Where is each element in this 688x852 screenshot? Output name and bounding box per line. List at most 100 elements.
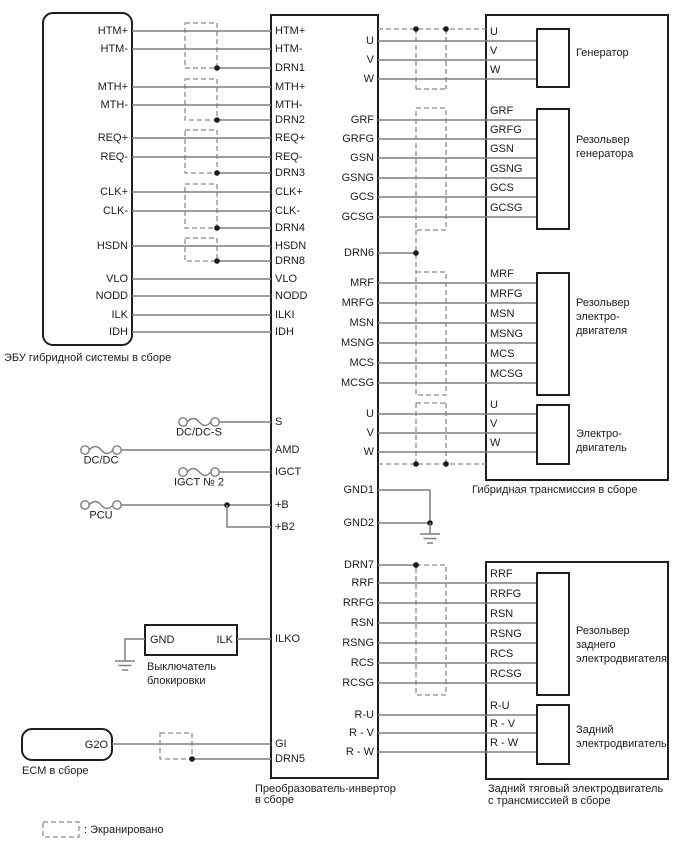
ecu-pin-label-CLK+: CLK+ bbox=[100, 186, 128, 198]
connector-wave bbox=[88, 500, 114, 510]
inverter-pin-label-REQ-: REQ- bbox=[275, 151, 303, 163]
inverter-pin-label-DRN6: DRN6 bbox=[344, 247, 374, 259]
inverter-pin-label-W: W bbox=[364, 446, 375, 458]
device-box-rear-motor bbox=[536, 704, 570, 765]
device-pin-label-V: V bbox=[490, 418, 498, 430]
inverter-pin-label-RRFG: RRFG bbox=[343, 597, 374, 609]
inverter-pin-label-RRF: RRF bbox=[351, 577, 374, 589]
inverter-pin-label-DRN8: DRN8 bbox=[275, 255, 305, 267]
ecm-caption: ECM в сборе bbox=[22, 765, 89, 777]
inverter-pin-label-MCS: MCS bbox=[350, 357, 374, 369]
junction-dot bbox=[413, 250, 419, 256]
connector-terminal bbox=[210, 467, 220, 477]
ecu-pin-label-NODD: NODD bbox=[96, 290, 128, 302]
ecu-pin-label-MTH+: MTH+ bbox=[98, 81, 128, 93]
connector-wave bbox=[186, 417, 212, 427]
device-label-motor: двигатель bbox=[576, 442, 627, 454]
inverter-pin-label-IDH: IDH bbox=[275, 326, 294, 338]
shield-box bbox=[184, 78, 218, 121]
ecu-box bbox=[42, 12, 133, 346]
shield-box bbox=[415, 271, 447, 396]
device-label-rear-motor-resolver: Резольвер bbox=[576, 625, 630, 637]
inverter-pin-label-RCS: RCS bbox=[351, 657, 374, 669]
ecu-pin-label-HTM-: HTM- bbox=[101, 43, 129, 55]
inverter-pin-label-DRN3: DRN3 bbox=[275, 167, 305, 179]
connector-label-DC/DC: DC/DC bbox=[84, 455, 119, 467]
connector-terminal bbox=[210, 417, 220, 427]
connector-terminal bbox=[80, 445, 90, 455]
device-pin-label-RRFG: RRFG bbox=[490, 588, 521, 600]
inverter-pin-label-MRF: MRF bbox=[350, 277, 374, 289]
connector-label-IGCT № 2: IGCT № 2 bbox=[174, 477, 224, 489]
ecu-pin-label-VLO: VLO bbox=[106, 273, 128, 285]
inverter-pin-label-MRFG: MRFG bbox=[342, 297, 374, 309]
junction-dot bbox=[443, 461, 449, 467]
inverter-pin-label-MCSG: MCSG bbox=[341, 377, 374, 389]
ecu-pin-label-ILK: ILK bbox=[111, 309, 128, 321]
device-pin-label-R - V: R - V bbox=[490, 718, 516, 730]
device-label-rear-motor: электродвигатель bbox=[576, 738, 667, 750]
interlock-caption: Выключатель bbox=[147, 661, 216, 673]
junction-dot bbox=[214, 258, 220, 264]
device-pin-label-RCSG: RCSG bbox=[490, 668, 522, 680]
device-pin-label-GRF: GRF bbox=[490, 105, 514, 117]
inverter-pin-label-VLO: VLO bbox=[275, 273, 297, 285]
inverter-pin-label-+B: +B bbox=[275, 499, 289, 511]
inverter-pin-label-R - W: R - W bbox=[346, 746, 375, 758]
inverter-pin-label-GND1: GND1 bbox=[343, 484, 374, 496]
inverter-pin-label-GND2: GND2 bbox=[343, 517, 374, 529]
transmission-box bbox=[485, 14, 669, 481]
device-label-motor-resolver: Резольвер bbox=[576, 297, 630, 309]
device-box-generator bbox=[536, 28, 570, 88]
device-label-motor-resolver: двигателя bbox=[576, 325, 627, 337]
inverter-pin-label-NODD: NODD bbox=[275, 290, 307, 302]
shield-box bbox=[415, 564, 447, 696]
device-label-generator-resolver: Резольвер bbox=[576, 134, 630, 146]
device-label-generator: Генератор bbox=[576, 47, 629, 59]
inverter-pin-label-RCSG: RCSG bbox=[342, 677, 374, 689]
device-pin-label-R - W: R - W bbox=[490, 737, 519, 749]
connector-label-PCU: PCU bbox=[89, 510, 112, 522]
interlock-pin-gnd: GND bbox=[150, 634, 175, 646]
shield-box bbox=[415, 107, 447, 231]
wire bbox=[226, 505, 271, 528]
connector-terminal bbox=[112, 500, 122, 510]
device-pin-label-MCSG: MCSG bbox=[490, 368, 523, 380]
inverter-pin-label-IGCT: IGCT bbox=[275, 466, 302, 478]
wire bbox=[378, 489, 431, 523]
inverter-pin-label-HSDN: HSDN bbox=[275, 240, 306, 252]
junction-dot bbox=[214, 117, 220, 123]
device-label-rear-motor-resolver: электродвигателя bbox=[576, 653, 667, 665]
connector-terminal bbox=[178, 467, 188, 477]
inverter-pin-label-GSNG: GSNG bbox=[342, 172, 374, 184]
shield-box bbox=[184, 183, 218, 229]
inverter-pin-label-V: V bbox=[367, 427, 375, 439]
device-box-motor bbox=[536, 404, 570, 465]
ecu-pin-label-CLK-: CLK- bbox=[103, 205, 128, 217]
inverter-pin-label-MSNG: MSNG bbox=[341, 337, 374, 349]
inverter-pin-label-W: W bbox=[364, 73, 375, 85]
device-pin-label-GRFG: GRFG bbox=[490, 124, 522, 136]
device-pin-label-MSNG: MSNG bbox=[490, 328, 523, 340]
inverter-pin-label-MSN: MSN bbox=[350, 317, 375, 329]
inverter-pin-label-DRN5: DRN5 bbox=[275, 753, 305, 765]
inverter-pin-label-GCSG: GCSG bbox=[342, 211, 374, 223]
connector-wave bbox=[88, 445, 114, 455]
inverter-pin-label-V: V bbox=[367, 54, 375, 66]
device-pin-label-V: V bbox=[490, 45, 498, 57]
legend-shield-swatch bbox=[42, 821, 80, 838]
device-pin-label-MSN: MSN bbox=[490, 308, 515, 320]
inverter-pin-label-R - V: R - V bbox=[349, 727, 375, 739]
inverter-pin-label-U: U bbox=[366, 408, 374, 420]
inverter-pin-label-MTH-: MTH- bbox=[275, 99, 303, 111]
interlock-caption: блокировки bbox=[147, 675, 205, 687]
shield-box bbox=[184, 129, 218, 174]
device-pin-label-W: W bbox=[490, 437, 501, 449]
inverter-pin-label-GRF: GRF bbox=[351, 114, 375, 126]
inverter-pin-label-REQ+: REQ+ bbox=[275, 132, 305, 144]
junction-dot bbox=[413, 562, 419, 568]
interlock-switch-box bbox=[144, 624, 238, 656]
device-label-motor: Электро- bbox=[576, 428, 622, 440]
wire bbox=[124, 638, 145, 661]
